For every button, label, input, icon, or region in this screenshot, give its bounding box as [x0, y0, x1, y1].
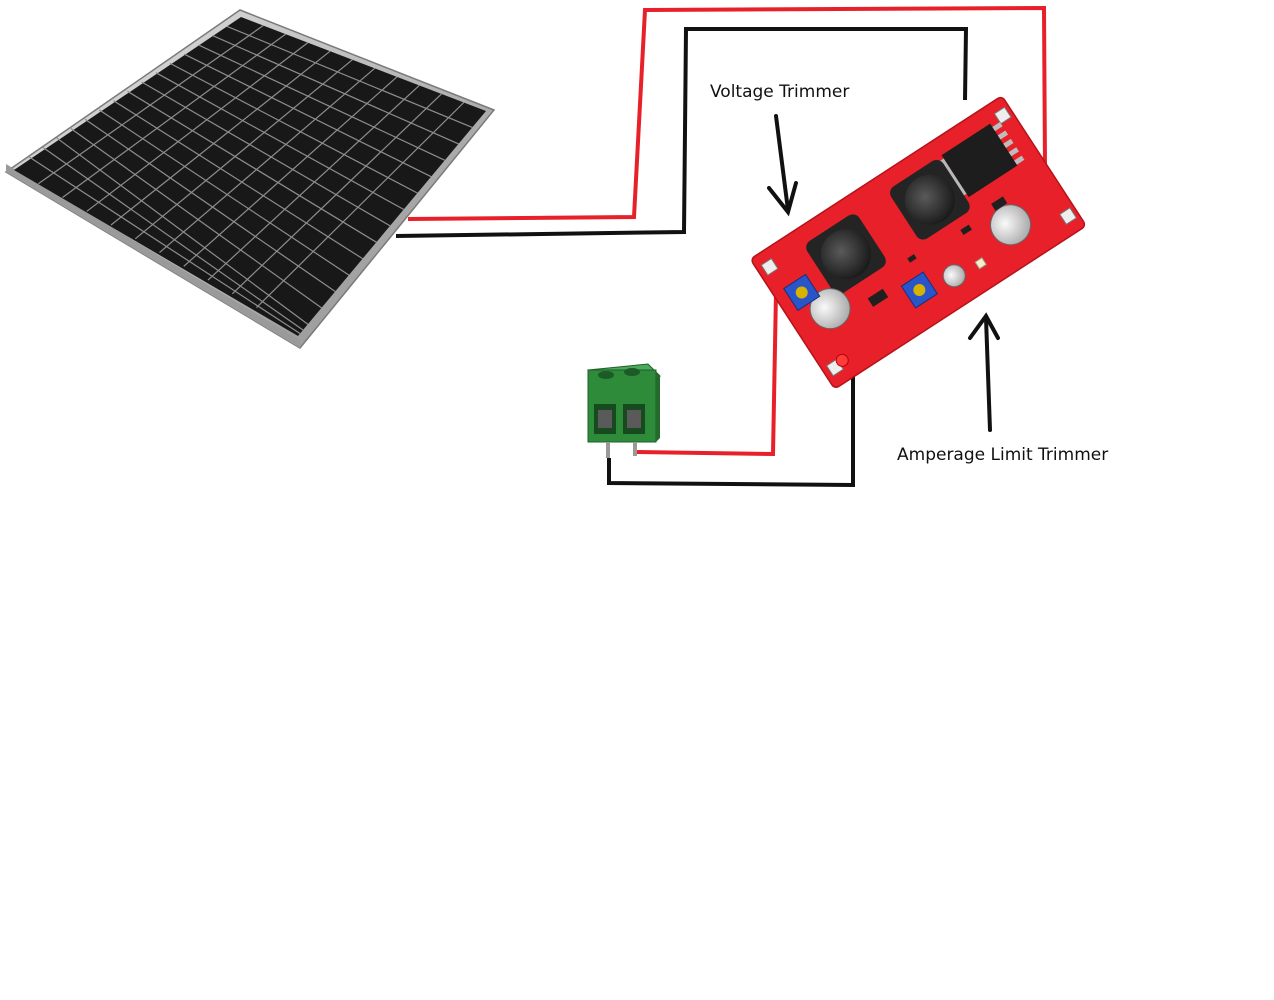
solar-cell-grid — [27, 25, 473, 335]
wire-output-positive — [636, 291, 778, 457]
voltage-trimmer-label: Voltage Trimmer — [710, 82, 850, 102]
wiring — [395, 5, 1047, 488]
solar-panel-icon — [4, 9, 496, 349]
voltage-trimmer-pot — [783, 273, 821, 312]
amperage-trimmer-arrow — [968, 312, 1000, 432]
buck-boost-converter-icon — [751, 96, 1086, 388]
wire-panel-negative — [395, 27, 969, 238]
amperage-limit-trimmer-label: Amperage Limit Trimmer — [897, 445, 1109, 465]
screw-terminal-icon — [586, 363, 662, 458]
voltage-trimmer-arrow — [767, 114, 798, 217]
wire-panel-positive — [407, 5, 1047, 221]
wire-output-negative — [607, 364, 855, 488]
current-trimmer-pot — [900, 271, 939, 309]
